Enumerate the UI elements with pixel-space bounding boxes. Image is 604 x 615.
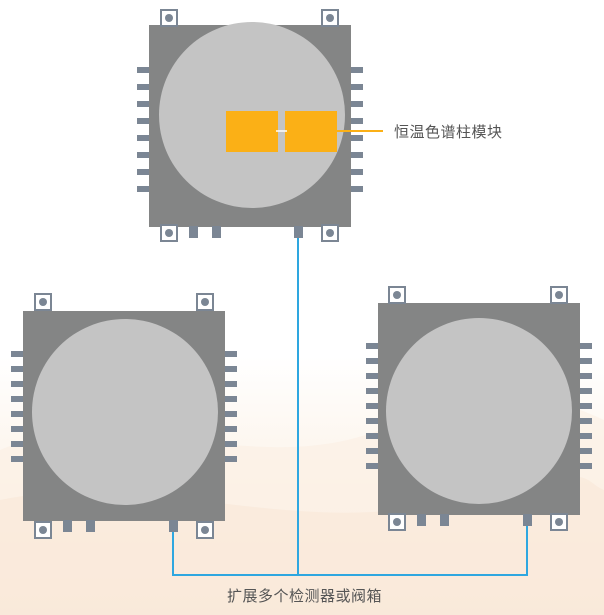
connector-bus <box>172 526 528 576</box>
bottom-tab <box>63 520 72 532</box>
left-pins <box>137 67 149 192</box>
bottom-tab <box>169 520 178 532</box>
bottom-tab <box>212 226 221 238</box>
mount-ear <box>388 513 406 531</box>
bottom-tab <box>440 514 449 526</box>
bottom-tab <box>189 226 198 238</box>
mount-ear <box>321 224 339 242</box>
column-oven-box <box>137 9 383 242</box>
mount-ear <box>196 293 214 311</box>
detector-face <box>32 319 218 505</box>
column-module-2 <box>285 111 337 152</box>
mount-ear <box>388 286 406 304</box>
bottom-tab <box>523 514 532 526</box>
right-pins <box>580 343 592 469</box>
mount-ear <box>550 513 568 531</box>
bottom-tab <box>294 226 303 238</box>
right-pins <box>225 351 237 462</box>
mount-ear <box>34 293 52 311</box>
right-pins <box>351 67 363 192</box>
connector-lines <box>172 238 528 576</box>
detector-box-left <box>11 293 237 539</box>
detector-face <box>386 318 572 504</box>
mount-ear <box>160 224 178 242</box>
mount-ear <box>34 521 52 539</box>
detector-box-right <box>366 286 592 531</box>
mount-ear <box>321 9 339 27</box>
bottom-tab <box>86 520 95 532</box>
bottom-tab <box>417 514 426 526</box>
expand-detectors-label: 扩展多个检测器或阀箱 <box>227 587 383 605</box>
column-module-1 <box>226 111 278 152</box>
mount-ear <box>550 286 568 304</box>
left-pins <box>11 351 23 462</box>
mount-ear <box>196 521 214 539</box>
left-pins <box>366 343 378 469</box>
mount-ear <box>160 9 178 27</box>
column-module-label: 恒温色谱柱模块 <box>394 123 503 141</box>
